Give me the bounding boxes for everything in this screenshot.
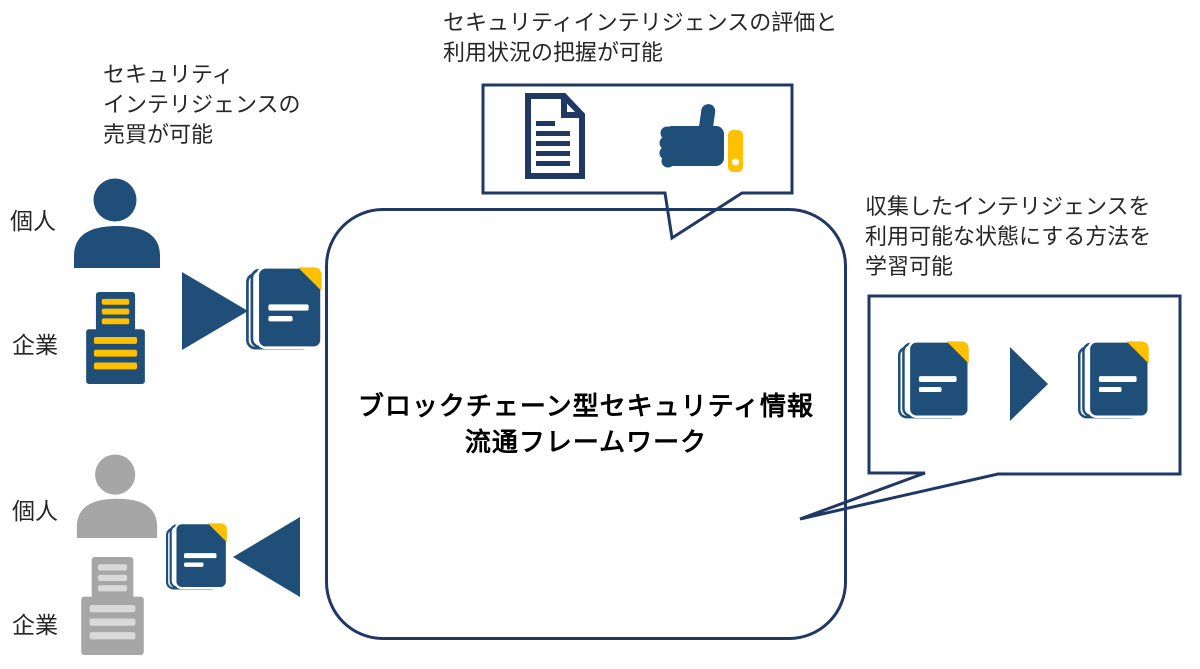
documents-stack-icon <box>166 522 228 590</box>
person-icon <box>74 178 160 268</box>
documents-stack-icon <box>1078 340 1150 419</box>
documents-stack-icon <box>246 266 323 350</box>
framework-title-line1: ブロックチェーン型セキュリティ情報 <box>357 391 815 421</box>
annotation-trade-line2: インテリジェンスの <box>103 92 301 117</box>
annotation-learn-line3: 学習可能 <box>865 254 954 279</box>
documents-stack-icon <box>898 340 970 419</box>
annotation-trade-line3: 売買が可能 <box>103 122 214 147</box>
annotation-evaluate-line1: セキュリティインテリジェンスの評価と <box>443 10 838 35</box>
annotation-trade-line1: セキュリティ <box>103 62 234 87</box>
annotation-evaluate: セキュリティインテリジェンスの評価と 利用状況の把握が可能 <box>443 8 837 68</box>
framework-box <box>325 208 847 640</box>
provider-individual-label: 個人 <box>10 208 56 234</box>
framework-title-line2: 流通フレームワーク <box>464 427 708 457</box>
document-icon <box>525 93 585 179</box>
annotation-learn-line1: 収集したインテリジェンスを <box>865 194 1151 219</box>
framework-title: ブロックチェーン型セキュリティ情報 流通フレームワーク <box>325 388 847 460</box>
annotation-learn: 収集したインテリジェンスを 利用可能な状態にする方法を 学習可能 <box>865 192 1151 282</box>
annotation-evaluate-line2: 利用状況の把握が可能 <box>443 40 664 65</box>
provider-company-label: 企業 <box>12 332 58 358</box>
arrow-left-icon <box>233 517 300 597</box>
building-icon <box>86 292 145 384</box>
annotation-learn-line2: 利用可能な状態にする方法を <box>865 224 1152 249</box>
annotation-trade: セキュリティ インテリジェンスの 売買が可能 <box>103 60 301 150</box>
arrow-right-icon <box>1010 347 1048 421</box>
thumbs-up-icon <box>659 104 743 172</box>
consumer-company-label: 企業 <box>12 612 58 638</box>
arrow-right-icon <box>182 272 248 350</box>
building-icon <box>81 557 144 655</box>
consumer-individual-label: 個人 <box>12 498 58 524</box>
person-icon <box>76 454 158 538</box>
